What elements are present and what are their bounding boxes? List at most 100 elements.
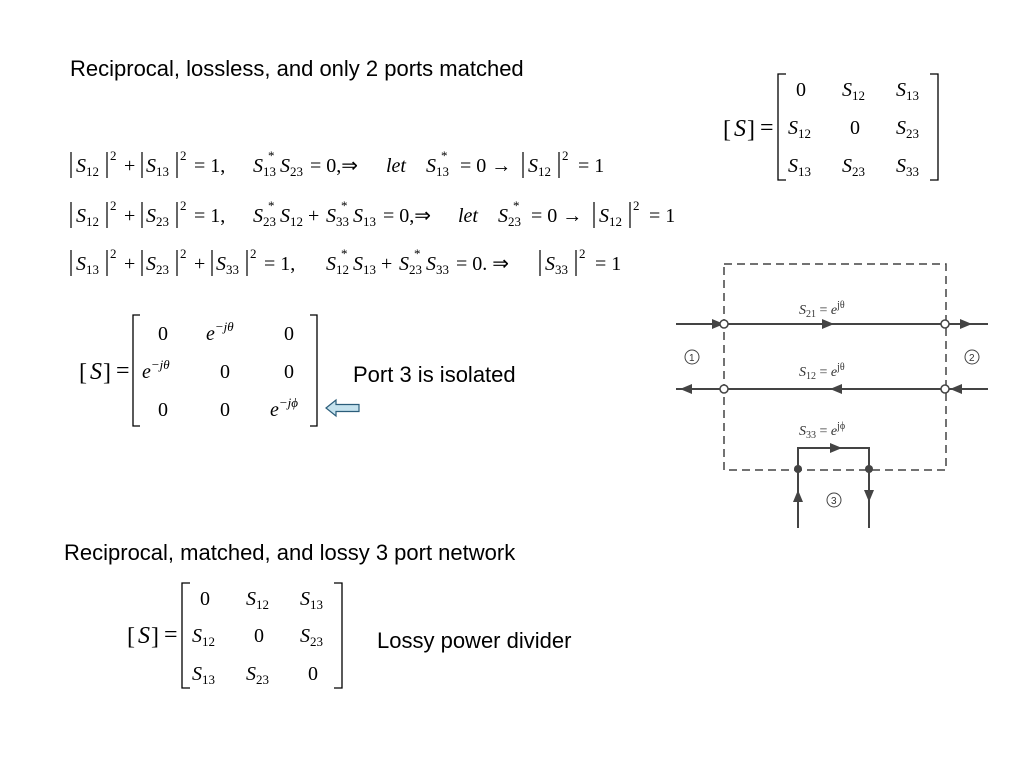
port-3-marker bbox=[826, 492, 842, 508]
s12-arrow-mid bbox=[830, 384, 842, 394]
svg-text:+: + bbox=[124, 253, 135, 275]
port-1-label: 1 bbox=[689, 353, 695, 364]
matrix-cell: 0 bbox=[220, 399, 230, 421]
equation-line-3: S13 2 + S23 2 + S33 2 = 1, S12 * S13 + S… bbox=[70, 246, 621, 277]
matrix-cell: S13 bbox=[300, 588, 323, 612]
port-2-marker bbox=[964, 349, 980, 365]
node bbox=[794, 465, 802, 473]
svg-text:= 1,: = 1, bbox=[194, 205, 225, 227]
s33-loop bbox=[797, 447, 870, 528]
matrix-lhs: S bbox=[138, 623, 150, 649]
matrix-cell: 0 bbox=[308, 663, 318, 685]
svg-text:2: 2 bbox=[180, 198, 187, 213]
s-matrix-general: [ S ] = 0 S12 S13 S12 0 S23 S13 S23 S33 bbox=[723, 73, 939, 181]
svg-text:*: * bbox=[268, 148, 275, 163]
svg-text:*: * bbox=[414, 246, 421, 261]
equals-sign: = bbox=[760, 115, 774, 141]
mat1-r1: S12 0 S23 bbox=[788, 117, 919, 141]
left-arrow-icon bbox=[325, 398, 360, 418]
svg-text:S12: S12 bbox=[528, 155, 551, 179]
matrix-cell: 0 bbox=[158, 323, 168, 345]
equation-line-2: S12 2 + S23 2 = 1, S23 * S12 + S33 * S13… bbox=[70, 198, 675, 229]
matrix-cell: S23 bbox=[300, 625, 323, 649]
s33-arrow-top bbox=[830, 443, 842, 453]
node bbox=[719, 319, 729, 329]
bracket-s-right: ] bbox=[103, 360, 111, 386]
svg-text:S12: S12 bbox=[280, 205, 303, 229]
matrix-cell: S13 bbox=[192, 663, 215, 687]
matrix-bracket-right bbox=[334, 582, 343, 689]
svg-text:S33: S33 bbox=[216, 253, 239, 277]
svg-text:= 1: = 1 bbox=[595, 253, 621, 275]
mat3-r2: S13 S23 0 bbox=[192, 663, 318, 687]
svg-text:*: * bbox=[441, 148, 448, 163]
s21-arrow-in bbox=[712, 319, 724, 329]
matrix-bracket-left bbox=[777, 73, 786, 181]
svg-text:= 0. ⇒: = 0. ⇒ bbox=[456, 253, 509, 275]
svg-text:= 1,: = 1, bbox=[264, 253, 295, 275]
matrix-cell: S12 bbox=[192, 625, 215, 649]
svg-text:2: 2 bbox=[110, 246, 117, 261]
svg-text:*: * bbox=[513, 198, 520, 213]
svg-text:2: 2 bbox=[180, 246, 187, 261]
svg-text:= 0,⇒: = 0,⇒ bbox=[383, 205, 431, 227]
svg-text:2: 2 bbox=[562, 148, 569, 163]
matrix-cell: S23 bbox=[842, 155, 865, 179]
caption-lossy-divider: Lossy power divider bbox=[377, 628, 572, 653]
matrix-cell: 0 bbox=[850, 117, 860, 139]
bracket-s-left: [ bbox=[723, 117, 731, 143]
svg-text:S13: S13 bbox=[353, 253, 376, 277]
port-2-label: 2 bbox=[969, 353, 975, 364]
bracket-s-left: [ bbox=[79, 360, 87, 386]
svg-text:*: * bbox=[341, 246, 348, 261]
s12-label: S12 = ejθ bbox=[799, 362, 845, 382]
matrix-cell: S23 bbox=[896, 117, 919, 141]
mat1-r2: S13 S23 S33 bbox=[788, 155, 919, 179]
s33-arrow-up bbox=[793, 490, 803, 502]
svg-text:S13: S13 bbox=[146, 155, 169, 179]
equation-line-1: S12 2 + S13 2 = 1, S13 * S23 = 0,⇒ let S… bbox=[70, 148, 604, 179]
port-1-marker bbox=[684, 349, 700, 365]
svg-text:= 1: = 1 bbox=[578, 155, 604, 177]
mat2-r1: e−jθ 0 0 bbox=[142, 357, 294, 383]
matrix-cell: 0 bbox=[284, 323, 294, 345]
matrix-bracket-right bbox=[930, 73, 939, 181]
node bbox=[865, 465, 873, 473]
s21-label: S21 = ejθ bbox=[799, 300, 845, 320]
matrix-cell: e−jθ bbox=[142, 357, 170, 383]
matrix-cell: S12 bbox=[788, 117, 811, 141]
s33-arrow-down bbox=[864, 490, 874, 502]
network-box bbox=[723, 263, 947, 471]
svg-text:*: * bbox=[341, 198, 348, 213]
mat1-r0: 0 S12 S13 bbox=[796, 79, 919, 103]
svg-text:+: + bbox=[381, 253, 392, 275]
mat2-r0: 0 e−jθ 0 bbox=[158, 319, 294, 345]
matrix-cell: e−jθ bbox=[206, 319, 234, 345]
matrix-cell: 0 bbox=[284, 361, 294, 383]
matrix-cell: 0 bbox=[254, 625, 264, 647]
svg-text:S12: S12 bbox=[76, 155, 99, 179]
svg-text:2: 2 bbox=[250, 246, 257, 261]
svg-text:2: 2 bbox=[180, 148, 187, 163]
matrix-cell: S13 bbox=[788, 155, 811, 179]
matrix-cell: 0 bbox=[220, 361, 230, 383]
mat3-r1: S12 0 S23 bbox=[192, 625, 323, 649]
svg-text:= 0,⇒: = 0,⇒ bbox=[310, 155, 358, 177]
s21-arrow-out bbox=[960, 319, 972, 329]
heading-lossy: Reciprocal, matched, and lossy 3 port ne… bbox=[64, 540, 516, 565]
svg-text:S33: S33 bbox=[545, 253, 568, 277]
caption-port3-isolated: Port 3 is isolated bbox=[353, 362, 516, 387]
svg-text:= 1: = 1 bbox=[649, 205, 675, 227]
s-matrix-isolated: [ S ] = 0 e−jθ 0 e−jθ 0 0 0 0 e−jϕ bbox=[79, 314, 318, 427]
node bbox=[719, 384, 729, 394]
svg-text:S12: S12 bbox=[599, 205, 622, 229]
matrix-cell: S33 bbox=[896, 155, 919, 179]
bracket-s-right: ] bbox=[747, 117, 755, 143]
svg-text:let: let bbox=[458, 205, 478, 227]
s33-label: S33 = ejϕ bbox=[799, 421, 845, 441]
svg-text:+: + bbox=[124, 155, 135, 177]
port-3-label: 3 bbox=[831, 496, 837, 507]
equals-sign: = bbox=[164, 622, 178, 648]
svg-text:S23: S23 bbox=[146, 205, 169, 229]
matrix-cell: 0 bbox=[200, 588, 210, 610]
